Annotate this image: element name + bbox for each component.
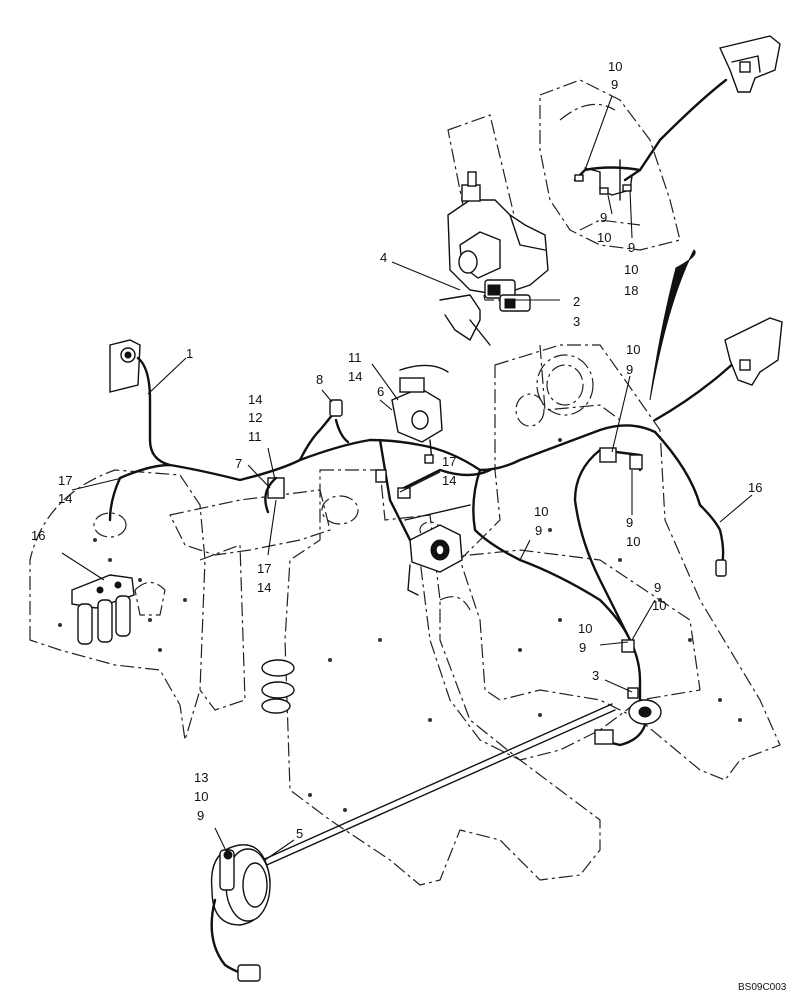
callout-9-tower: 9 — [626, 362, 633, 377]
callout-10-lower: 10 — [652, 598, 666, 613]
center-connector-block — [404, 504, 471, 596]
loader-frame-phantom — [29, 79, 781, 886]
filter-manifold — [71, 574, 135, 645]
callout-2: 2 — [573, 294, 580, 309]
callout-14-top: 14 — [348, 369, 362, 384]
spring-stack — [261, 659, 295, 714]
callout-labels: 1 4 2 3 10 9 9 10 9 10 18 10 9 11 14 8 6… — [31, 59, 762, 841]
callout-10-lower-2: 10 — [578, 621, 592, 636]
callout-13: 13 — [194, 770, 208, 785]
view-arrow — [649, 249, 696, 401]
callout-11-stack: 11 — [248, 429, 262, 444]
callout-3-alarm-conn: 3 — [592, 668, 599, 683]
callout-9-inset-2: 9 — [600, 210, 607, 225]
callout-8: 8 — [316, 372, 323, 387]
frame-holes — [58, 438, 742, 812]
callout-9-mid: 9 — [535, 523, 542, 538]
callout-7: 7 — [235, 456, 242, 471]
callout-14-center: 14 — [442, 473, 456, 488]
callout-12: 12 — [248, 410, 262, 425]
frame-cutouts — [93, 354, 594, 616]
callout-5: 5 — [296, 826, 303, 841]
callout-10-mid: 10 — [534, 504, 548, 519]
callout-4: 4 — [380, 250, 387, 265]
wiring-harness — [61, 317, 783, 869]
callout-9-right: 9 — [626, 515, 633, 530]
callout-9-inset: 9 — [611, 77, 618, 92]
callout-10-right: 10 — [626, 534, 640, 549]
callout-9-lower-2: 9 — [579, 640, 586, 655]
callout-16-left: 16 — [31, 528, 45, 543]
leader-lines — [71, 95, 753, 861]
callout-3-valve: 3 — [573, 314, 580, 329]
callout-14-left: 14 — [58, 491, 72, 506]
callout-9-alarm: 9 — [197, 808, 204, 823]
callout-17-bottom: 17 — [257, 561, 271, 576]
control-valve-assembly — [439, 171, 549, 346]
drawing-reference: BS09C003 — [738, 982, 787, 993]
callout-9-lower: 9 — [654, 580, 661, 595]
inset-detail-top-right — [573, 35, 781, 201]
callout-14-stack: 14 — [248, 392, 262, 407]
callout-17-left: 17 — [58, 473, 72, 488]
callout-10-alarm: 10 — [194, 789, 208, 804]
callout-10-tower: 10 — [626, 342, 640, 357]
solenoid-block — [391, 364, 449, 464]
callout-9-inset-3: 9 — [628, 240, 635, 255]
callout-17-center: 17 — [442, 454, 456, 469]
backup-alarm — [210, 844, 271, 982]
callout-10-inset-3: 10 — [624, 262, 638, 277]
callout-18: 18 — [624, 283, 638, 298]
callout-11-top: 11 — [348, 350, 362, 365]
callout-16-right: 16 — [748, 480, 762, 495]
callout-6: 6 — [377, 384, 384, 399]
callout-10-inset-2: 10 — [597, 230, 611, 245]
callout-10-inset: 10 — [608, 59, 622, 74]
callout-1: 1 — [186, 346, 193, 361]
callout-14-bottom: 14 — [257, 580, 271, 595]
